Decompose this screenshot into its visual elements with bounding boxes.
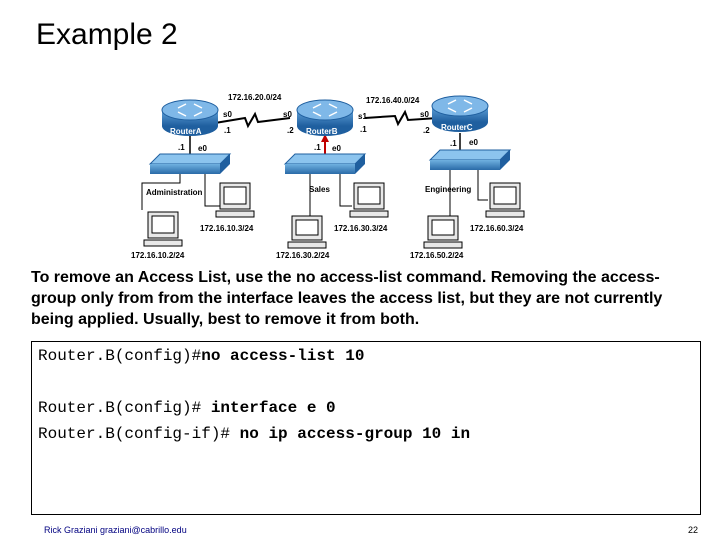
network-ab-label: 172.16.20.0/24: [228, 93, 282, 102]
routera-e0-label: e0: [198, 144, 207, 153]
serial-link-bc: [364, 109, 439, 127]
page-number: 22: [688, 525, 699, 535]
routera-e0-ip-label: .1: [178, 143, 185, 152]
serial-link-ab: [214, 111, 291, 129]
host-ip-label: 172.16.10.2/24: [131, 251, 185, 260]
switch-b-icon: [283, 153, 367, 174]
explanation-text: To remove an Access List, use the no acc…: [31, 269, 663, 328]
network-diagram-graphic: [141, 95, 525, 249]
router-c-icon: [431, 95, 489, 132]
router-a-icon: [161, 99, 219, 136]
routerc-e0-label: e0: [469, 138, 478, 147]
command-prompt: Router.B(config)#: [38, 347, 202, 365]
command-line: Router.B(config)#no access-list 10: [38, 346, 364, 366]
routerb-s1-label: s1: [358, 112, 367, 121]
routerc-s0-ip-label: .2: [423, 126, 430, 135]
host-172-16-10-3-icon: [215, 182, 255, 218]
command-box: Router.B(config)#no access-list 10 Route…: [31, 341, 701, 515]
command-prompt: Router.B(config)#: [38, 399, 211, 417]
lan-engineering-label: Engineering: [425, 185, 472, 194]
routerb-e0-ip-label: .1: [314, 143, 321, 152]
host-172-16-50-2-icon: [423, 215, 463, 249]
slide-title: Example 2: [36, 18, 178, 51]
lan-administration-label: Administration: [146, 188, 203, 197]
host-ip-label: 172.16.30.2/24: [276, 251, 330, 260]
host-172-16-30-3-icon: [349, 182, 389, 218]
router-c-label: RouterC: [441, 123, 473, 132]
routerb-s1-ip-label: .1: [360, 125, 367, 134]
routerc-e0-ip-label: .1: [450, 139, 457, 148]
host-ip-label: 172.16.10.3/24: [200, 224, 254, 233]
router-b-label: RouterB: [306, 127, 338, 136]
router-b-icon: [296, 99, 354, 136]
command-line: Router.B(config)# interface e 0: [38, 398, 336, 418]
host-ip-label: 172.16.30.3/24: [334, 224, 388, 233]
host-ip-label: 172.16.60.3/24: [470, 224, 524, 233]
switch-c-icon: [428, 149, 512, 170]
routera-s0-ip-label: .1: [224, 126, 231, 135]
command-prompt: Router.B(config-if)#: [38, 425, 240, 443]
command-line: Router.B(config-if)# no ip access-group …: [38, 424, 470, 444]
access-list-arrow-icon: [321, 134, 329, 142]
command-text: no ip access-group 10 in: [239, 425, 471, 443]
switch-a-icon: [148, 153, 232, 174]
router-a-label: RouterA: [170, 127, 202, 136]
routerb-e0-label: e0: [332, 144, 341, 153]
network-bc-label: 172.16.40.0/24: [366, 96, 420, 105]
host-172-16-60-3-icon: [485, 182, 525, 218]
routera-s0-label: s0: [223, 110, 232, 119]
routerb-s0-label: s0: [283, 110, 292, 119]
host-172-16-10-2-icon: [143, 211, 183, 247]
host-172-16-30-2-icon: [287, 215, 327, 249]
host-ip-label: 172.16.50.2/24: [410, 251, 464, 260]
lan-sales-label: Sales: [309, 185, 330, 194]
routerb-s0-ip-label: .2: [287, 126, 294, 135]
command-text: no access-list 10: [201, 347, 365, 365]
command-text: interface e 0: [210, 399, 336, 417]
network-diagram: RouterA RouterB RouterC 172.16.20.0/24 1…: [120, 88, 560, 266]
footer-author: Rick Graziani graziani@cabrillo.edu: [44, 525, 187, 535]
routerc-s0-label: s0: [420, 110, 429, 119]
